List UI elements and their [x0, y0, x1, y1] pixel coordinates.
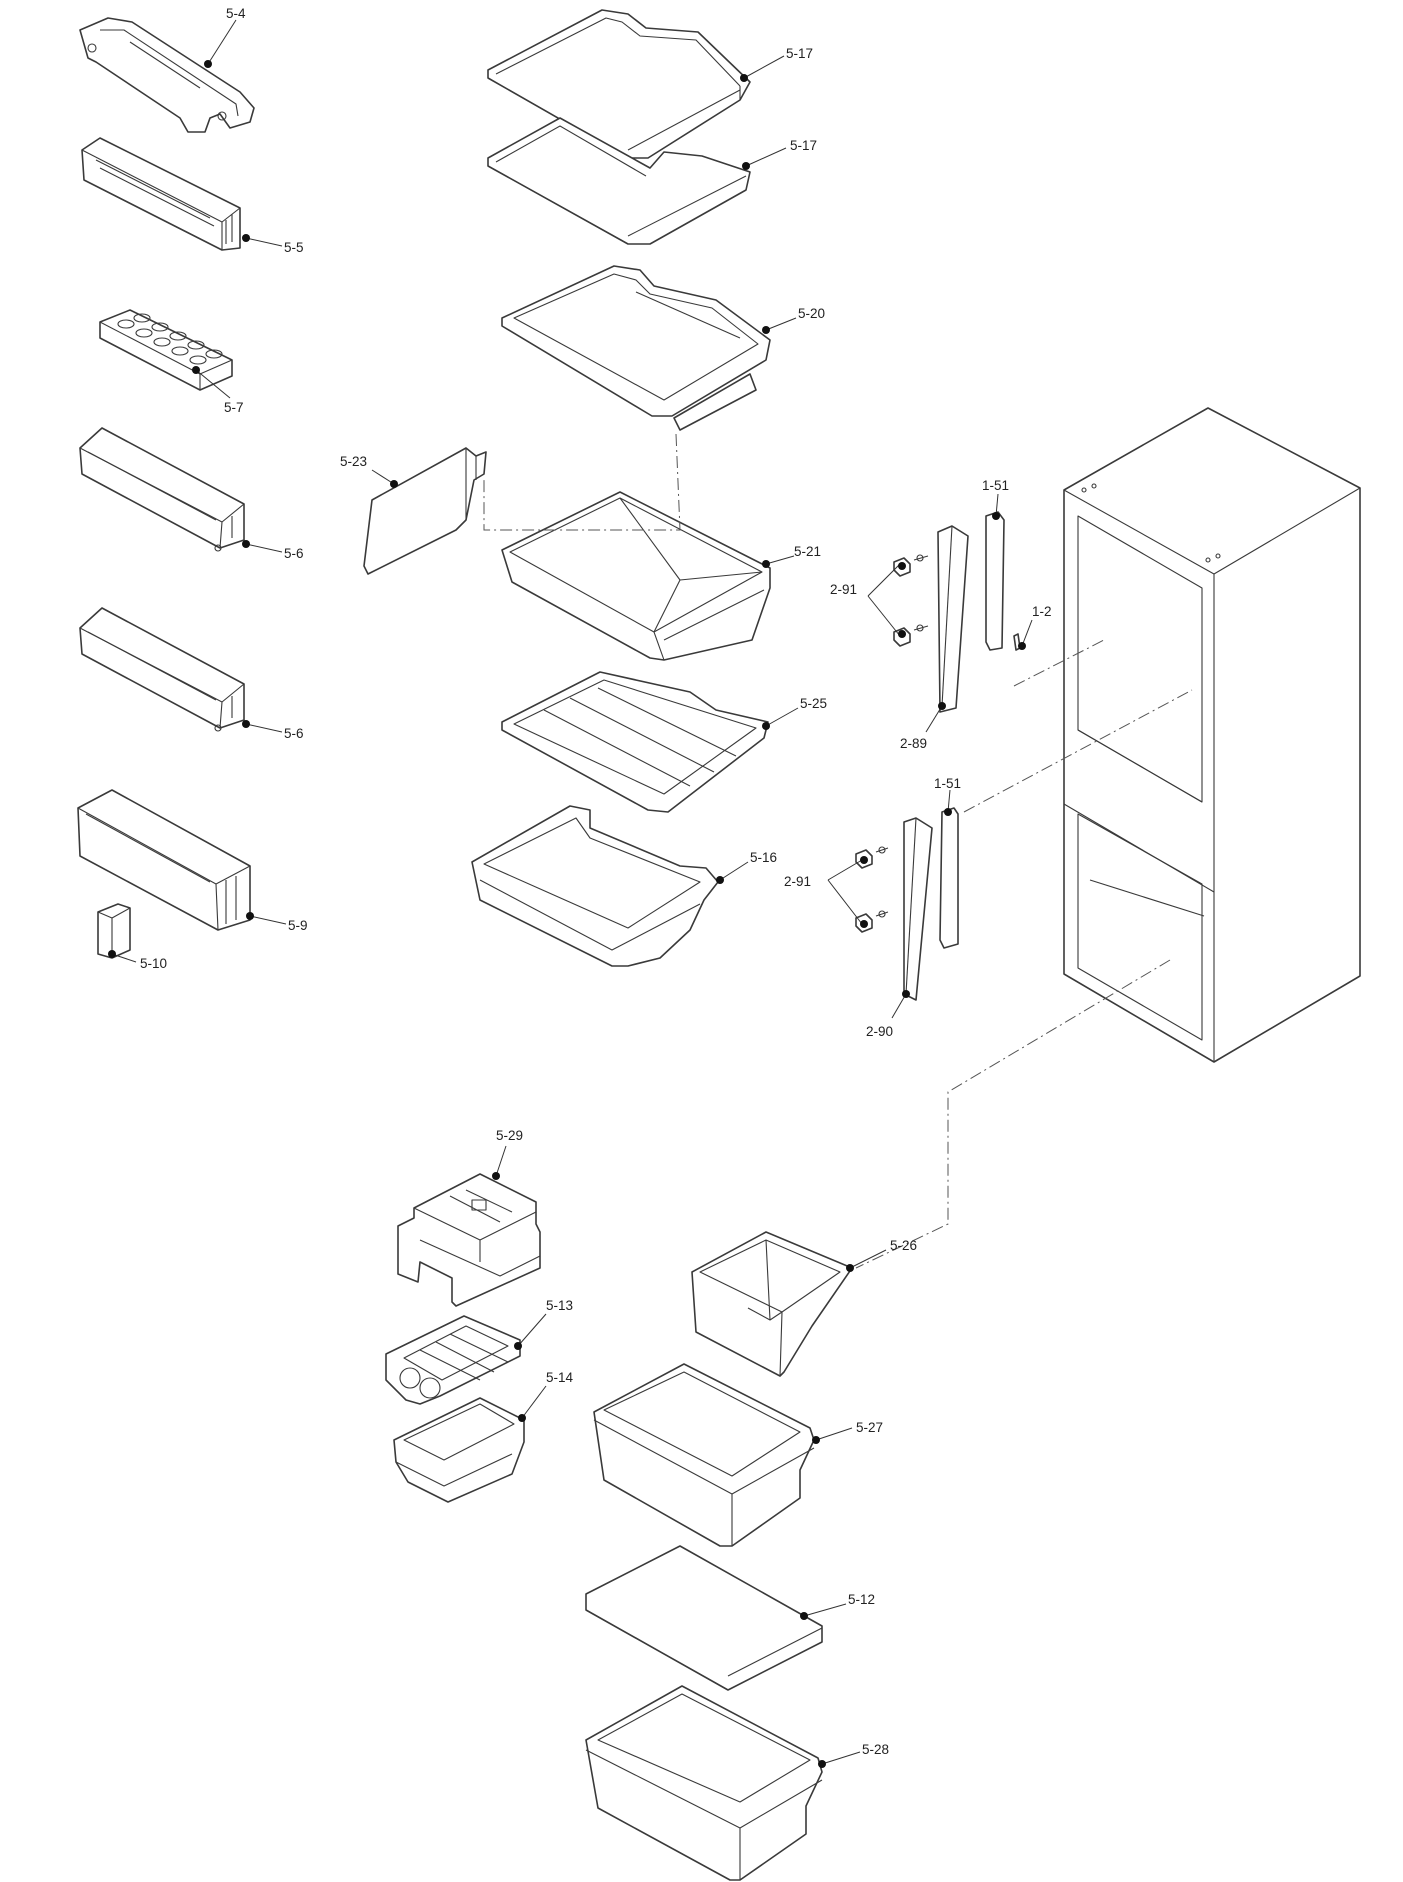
part-2-89-rail	[937, 525, 969, 713]
label-5-5: 5-5	[284, 240, 304, 255]
part-5-17-glass-shelf-top	[487, 9, 751, 159]
label-1-51-upper: 1-51	[982, 478, 1009, 493]
part-5-6-door-bin-upper	[79, 427, 245, 552]
label-1-51-lower: 1-51	[934, 776, 961, 791]
label-5-27: 5-27	[856, 1420, 883, 1435]
part-5-12-glass-cover	[585, 1545, 823, 1691]
label-2-91-upper: 2-91	[830, 582, 857, 597]
part-5-27-freezer-drawer-middle	[593, 1363, 815, 1547]
part-5-28-freezer-drawer-bottom	[585, 1685, 823, 1881]
part-5-13-ice-tray	[385, 1315, 521, 1405]
label-2-89: 2-89	[900, 736, 927, 751]
label-5-12: 5-12	[848, 1592, 875, 1607]
part-5-20-shelf-with-rail	[501, 265, 771, 431]
label-5-17-top: 5-17	[786, 46, 813, 61]
part-5-29-ice-maker	[397, 1173, 541, 1307]
part-5-7-egg-tray	[99, 309, 233, 391]
label-2-91-lower: 2-91	[784, 874, 811, 889]
part-5-10-cap	[97, 903, 131, 959]
part-5-21-crisper	[501, 491, 771, 661]
refrigerator-cabinet	[1063, 407, 1361, 1063]
label-5-23: 5-23	[340, 454, 367, 469]
label-5-9: 5-9	[288, 918, 308, 933]
label-5-25: 5-25	[800, 696, 827, 711]
label-5-6-lower: 5-6	[284, 726, 304, 741]
label-5-10: 5-10	[140, 956, 167, 971]
part-5-26-freezer-drawer-upper	[691, 1231, 853, 1377]
part-5-16-bottom-crisper	[471, 805, 719, 967]
label-5-21: 5-21	[794, 544, 821, 559]
part-5-17-glass-shelf-second	[487, 117, 751, 245]
label-5-6-upper: 5-6	[284, 546, 304, 561]
part-5-6-door-bin-lower	[79, 607, 245, 732]
part-1-51-strip-upper	[985, 511, 1005, 651]
label-5-29: 5-29	[496, 1128, 523, 1143]
part-5-23-cover-plate	[363, 447, 487, 575]
label-5-16: 5-16	[750, 850, 777, 865]
part-2-90-rail	[903, 817, 933, 1001]
part-5-4-door-cap	[79, 17, 255, 133]
label-5-7: 5-7	[224, 400, 244, 415]
part-5-14-ice-bucket	[393, 1397, 525, 1503]
label-5-13: 5-13	[546, 1298, 573, 1313]
label-1-2: 1-2	[1032, 604, 1052, 619]
label-5-26: 5-26	[890, 1238, 917, 1253]
part-5-5-door-shelf	[81, 137, 241, 251]
callout-labels: 5-4 5-5 5-7 5-6 5-6 5-9 5-10 5-17 5-17	[108, 6, 1052, 1768]
label-5-4: 5-4	[226, 6, 246, 21]
label-5-14: 5-14	[546, 1370, 574, 1385]
part-5-25-crisper-cover	[501, 671, 769, 813]
label-2-90: 2-90	[866, 1024, 893, 1039]
label-5-20: 5-20	[798, 306, 825, 321]
alignment-lines	[483, 433, 1193, 1269]
label-5-28: 5-28	[862, 1742, 889, 1757]
part-1-51-strip-lower	[939, 807, 959, 949]
label-5-17-second: 5-17	[790, 138, 817, 153]
